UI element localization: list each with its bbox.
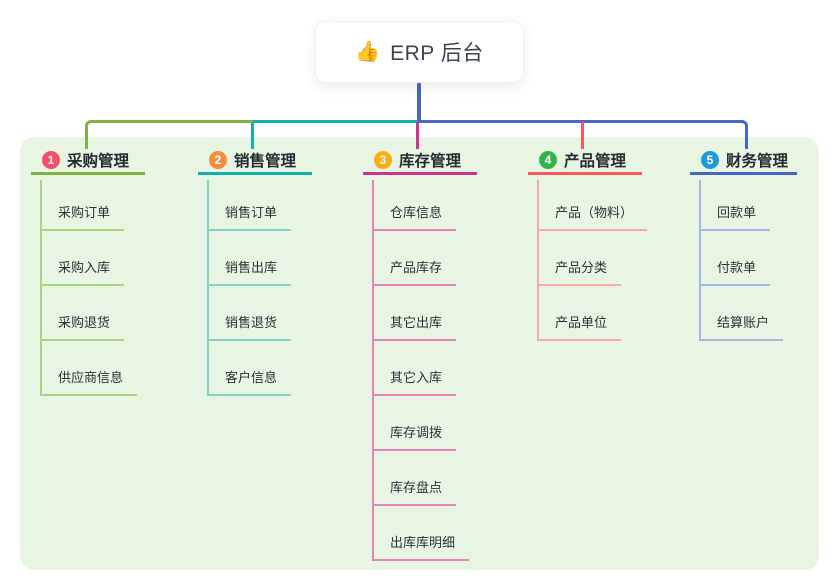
branch-header-inventory[interactable]: 3 库存管理 <box>363 148 477 175</box>
connector-elbow-finance <box>418 120 748 149</box>
child-node[interactable]: 出库库明细 <box>372 533 470 561</box>
branch-label: 财务管理 <box>726 153 789 170</box>
connector-drop-inventory <box>416 122 419 149</box>
branch-trunk-line <box>699 180 701 341</box>
root-node[interactable]: 👍 ERP 后台 <box>316 22 523 82</box>
child-node[interactable]: 采购订单 <box>40 203 125 231</box>
branch-header-finance[interactable]: 5 财务管理 <box>690 148 797 175</box>
branch-label: 采购管理 <box>67 153 130 170</box>
branch-header-product[interactable]: 4 产品管理 <box>528 148 642 175</box>
branch-trunk-line <box>40 180 42 396</box>
branch-label: 产品管理 <box>564 153 627 170</box>
branch-header-sales[interactable]: 2 销售管理 <box>198 148 312 175</box>
branch-header-purchase[interactable]: 1 采购管理 <box>31 148 145 175</box>
root-connector-line <box>417 82 421 122</box>
connector-drop-product <box>581 122 584 149</box>
branch-number-badge: 4 <box>539 151 557 169</box>
child-node[interactable]: 其它入库 <box>372 368 457 396</box>
child-node[interactable]: 库存盘点 <box>372 478 457 506</box>
branch-number-badge: 2 <box>209 151 227 169</box>
branch-trunk-line <box>537 180 539 341</box>
branch-trunk-line <box>372 180 374 561</box>
mindmap-panel <box>20 137 819 570</box>
child-node[interactable]: 客户信息 <box>207 368 292 396</box>
child-node[interactable]: 结算账户 <box>699 313 784 341</box>
child-node[interactable]: 仓库信息 <box>372 203 457 231</box>
child-node[interactable]: 产品分类 <box>537 258 622 286</box>
branch-label: 销售管理 <box>234 153 297 170</box>
child-node[interactable]: 产品库存 <box>372 258 457 286</box>
branch-number-badge: 1 <box>42 151 60 169</box>
child-node[interactable]: 回款单 <box>699 203 771 231</box>
child-node[interactable]: 库存调拨 <box>372 423 457 451</box>
child-node[interactable]: 产品（物料） <box>537 203 648 231</box>
child-node[interactable]: 其它出库 <box>372 313 457 341</box>
branch-number-badge: 3 <box>374 151 392 169</box>
child-node[interactable]: 付款单 <box>699 258 771 286</box>
child-node[interactable]: 销售订单 <box>207 203 292 231</box>
thumbs-up-icon: 👍 <box>355 41 381 63</box>
root-node-label: ERP 后台 <box>390 42 484 65</box>
connector-elbow-purchase <box>85 120 253 149</box>
child-node[interactable]: 销售出库 <box>207 258 292 286</box>
connector-drop-sales <box>251 122 254 149</box>
child-node[interactable]: 产品单位 <box>537 313 622 341</box>
child-node[interactable]: 采购退货 <box>40 313 125 341</box>
branch-number-badge: 5 <box>701 151 719 169</box>
child-node[interactable]: 采购入库 <box>40 258 125 286</box>
branch-label: 库存管理 <box>399 153 462 170</box>
branch-trunk-line <box>207 180 209 396</box>
child-node[interactable]: 供应商信息 <box>40 368 138 396</box>
child-node[interactable]: 销售退货 <box>207 313 292 341</box>
connector-rail-sales <box>253 120 418 123</box>
